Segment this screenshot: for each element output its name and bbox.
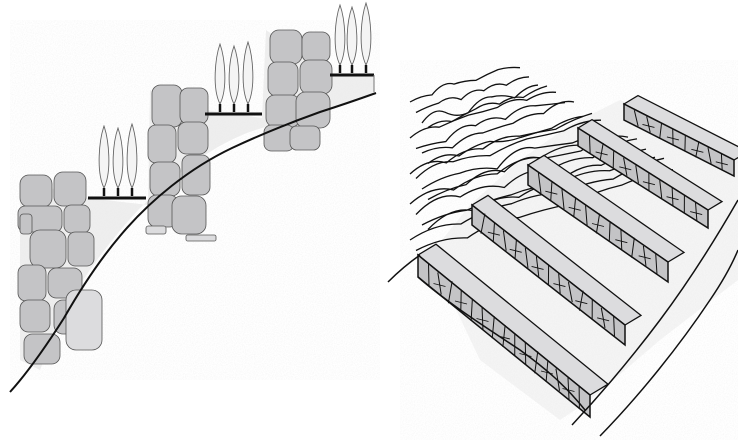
wall-stone: [18, 265, 46, 301]
wall-stone: [302, 32, 330, 62]
wall-stone: [300, 60, 332, 94]
wall-stone: [24, 334, 60, 364]
wall-stone: [20, 300, 50, 332]
wall-stone: [270, 30, 302, 64]
cypress-crown: [361, 3, 371, 65]
wall-stone: [148, 125, 176, 163]
wall-stone: [290, 126, 320, 150]
cross-section-panel: [10, 3, 380, 392]
stone-joint: [589, 135, 590, 153]
wall-stone: [20, 175, 52, 207]
cypress-crown: [347, 7, 357, 65]
wall-stone: [64, 205, 90, 233]
wall-stone: [264, 125, 294, 151]
perspective-panel: [388, 60, 738, 440]
wall-stone: [152, 85, 182, 127]
wall-stone: [68, 232, 94, 266]
wall-stone: [146, 226, 166, 234]
stone-joint: [613, 150, 614, 168]
wall-stone: [54, 172, 86, 206]
wall-stone: [20, 214, 32, 234]
cypress-crown: [335, 5, 345, 65]
wall-stone: [186, 235, 216, 241]
wall-stone: [268, 62, 298, 96]
wall-stone: [178, 122, 208, 154]
wall-stone: [172, 196, 206, 234]
wall-stone: [30, 230, 66, 268]
wall-stone: [66, 290, 102, 350]
wall-stone: [180, 88, 208, 124]
